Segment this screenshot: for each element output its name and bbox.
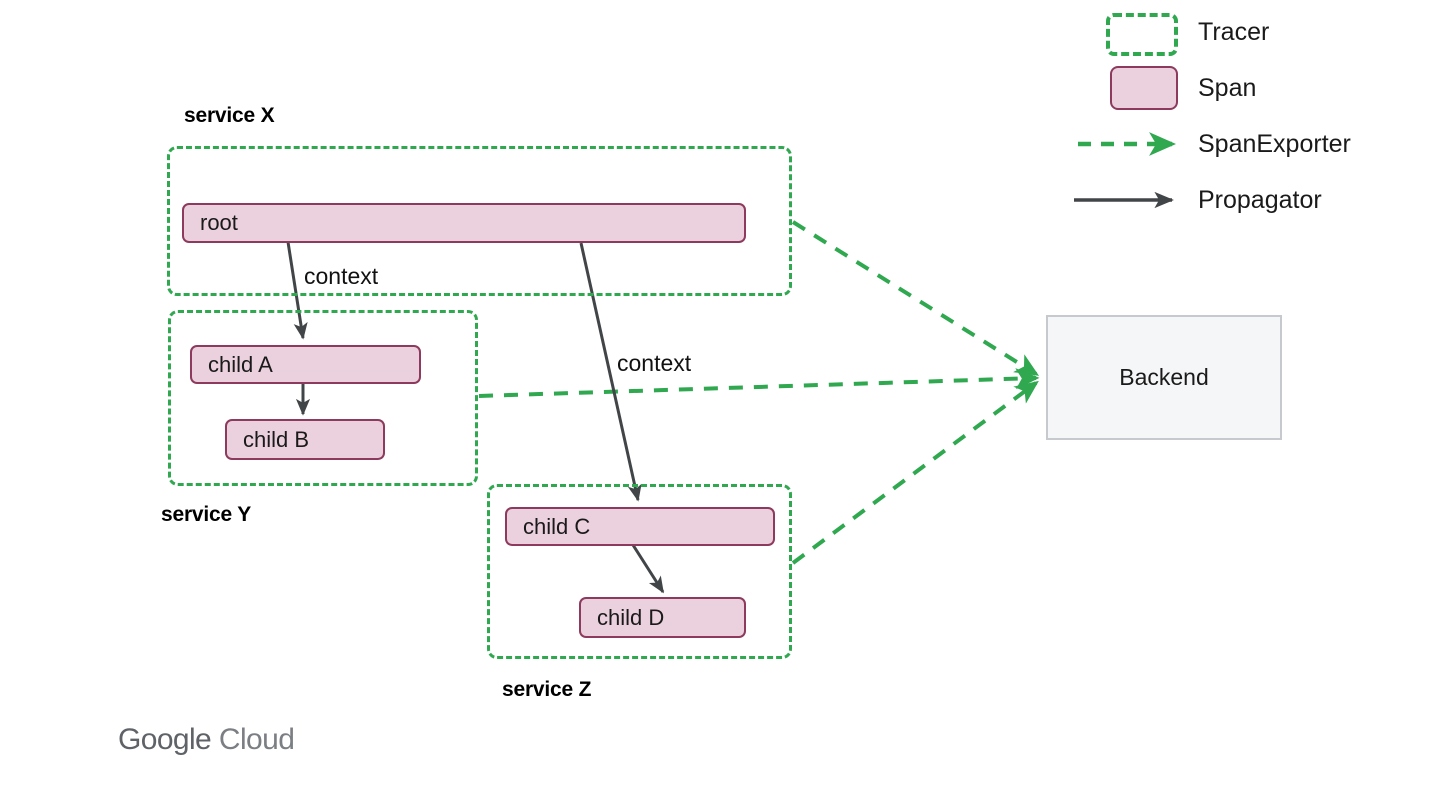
google-cloud-logo: Google Cloud bbox=[118, 723, 295, 757]
backend-node[interactable]: Backend bbox=[1046, 315, 1282, 440]
tracer-container-service-x bbox=[167, 146, 792, 296]
edge-service-x-to-backend bbox=[791, 220, 1040, 376]
edge-root-to-child-c bbox=[579, 242, 642, 502]
service-label-y: service Y bbox=[161, 503, 252, 526]
legend-label-tracer: Tracer bbox=[1198, 17, 1270, 46]
edge-service-y-to-backend bbox=[478, 368, 1040, 398]
legend-label-propagator: Propagator bbox=[1198, 185, 1322, 214]
tracer-container-service-z bbox=[487, 484, 792, 659]
service-label-x: service X bbox=[184, 104, 275, 127]
span-child-b[interactable]: child B bbox=[225, 419, 385, 460]
span-child-a[interactable]: child A bbox=[190, 345, 421, 384]
tracer-container-service-y bbox=[168, 310, 478, 486]
service-label-z: service Z bbox=[502, 678, 592, 701]
legend: Tracer Span SpanExporter bbox=[1060, 0, 1440, 225]
edge-child-c-to-child-d bbox=[631, 544, 665, 594]
green-dashed-arrow-icon bbox=[1060, 116, 1190, 172]
legend-row-propagator: Propagator bbox=[1060, 172, 1440, 228]
span-root[interactable]: root bbox=[182, 203, 746, 243]
edge-label-context-root-child-c: context bbox=[617, 350, 692, 376]
pink-rounded-box-icon bbox=[1060, 60, 1190, 116]
edge-root-to-child-a bbox=[286, 241, 308, 340]
brand-word-cloud: Cloud bbox=[218, 723, 295, 756]
dashed-green-box-icon bbox=[1060, 4, 1190, 60]
legend-label-span: Span bbox=[1198, 73, 1257, 102]
brand-word-google: Google bbox=[118, 723, 212, 756]
legend-row-span: Span bbox=[1060, 60, 1440, 116]
edge-label-context-root-child-a: context bbox=[304, 263, 379, 289]
gray-solid-arrow-icon bbox=[1060, 172, 1190, 228]
legend-row-span-exporter: SpanExporter bbox=[1060, 116, 1440, 172]
span-child-c[interactable]: child C bbox=[505, 507, 775, 546]
span-child-d[interactable]: child D bbox=[579, 597, 746, 638]
legend-row-tracer: Tracer bbox=[1060, 4, 1440, 60]
edge-service-z-to-backend bbox=[791, 380, 1039, 565]
legend-label-span-exporter: SpanExporter bbox=[1198, 129, 1351, 158]
